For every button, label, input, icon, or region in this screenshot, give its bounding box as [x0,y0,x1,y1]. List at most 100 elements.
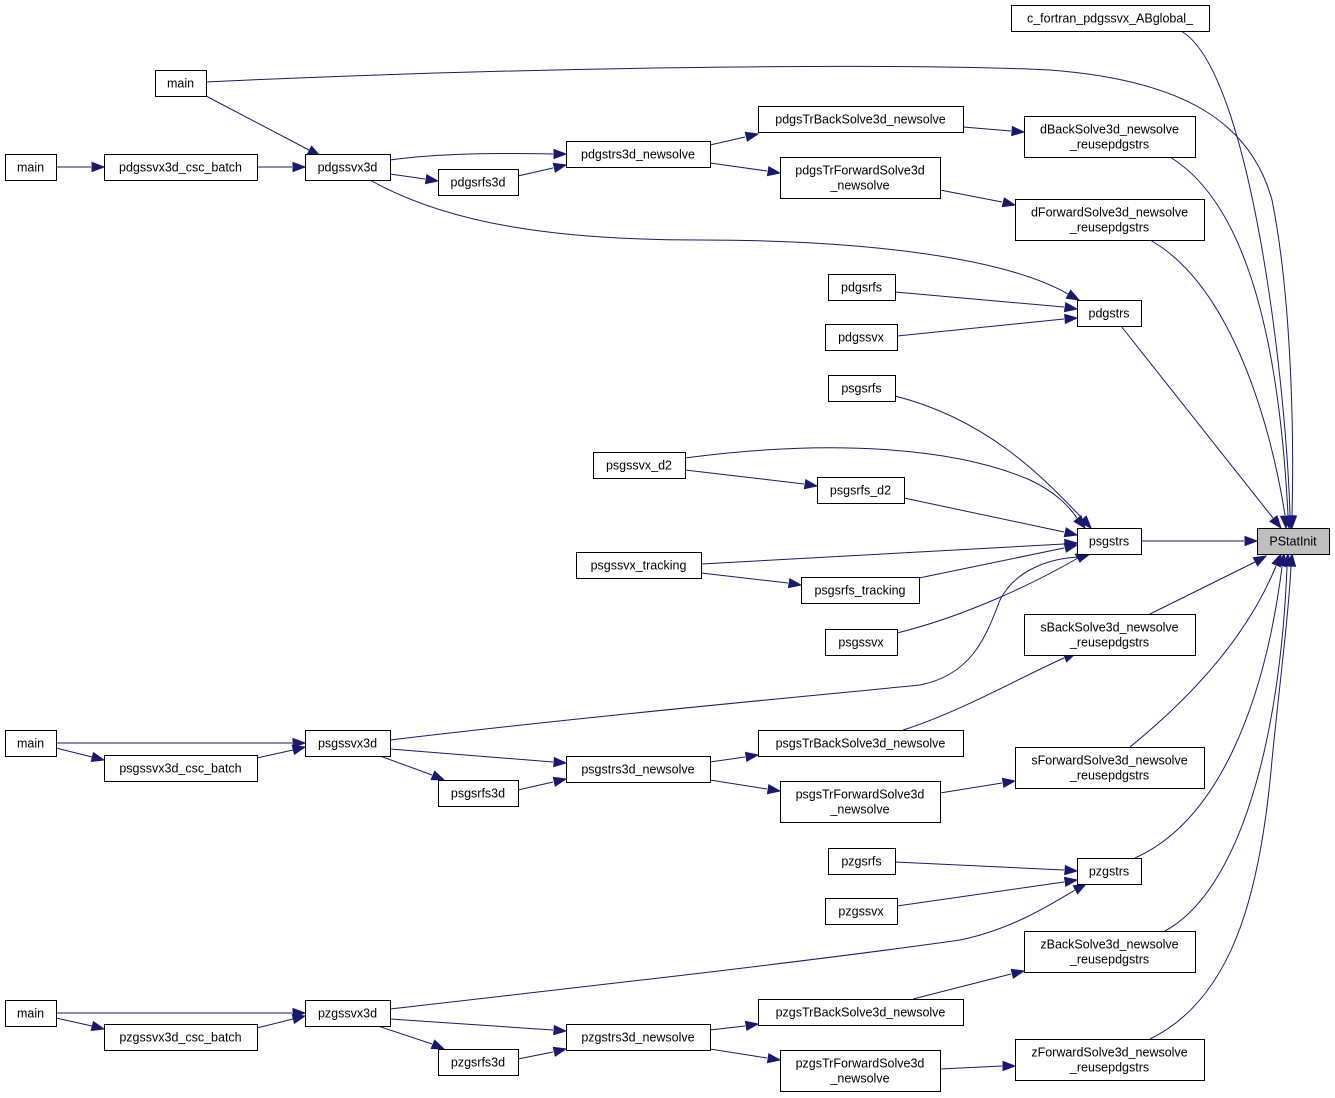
node-dForwardSolve3d[interactable]: dForwardSolve3d_newsolve_reusepdgstrs [1015,199,1205,241]
edge-pdgssvx-to-pdgstrs [896,313,1079,337]
edge-pdgsTrForwardSolve3d_newsolve-to-dForwardSolve3d [939,189,1017,208]
edge-pzgstrs-to-pstatinit [1134,552,1288,859]
node-label: _newsolve [829,1072,889,1086]
node-label: pdgstrs [1089,307,1130,321]
node-label: psgssvx3d [318,737,377,751]
edge-psgstrs-to-pstatinit [1141,535,1259,547]
node-psgssvx_d2[interactable]: psgssvx_d2 [593,452,686,479]
node-pzgssvx3d[interactable]: pzgssvx3d [305,1000,391,1027]
edge-pdgsTrBackSolve3d_newsolve-to-dBackSolve3d [962,125,1026,137]
node-pzgsrfs[interactable]: pzgsrfs [828,848,896,875]
edge-pdgssvx3d-to-pdgsrfs3d [389,173,440,185]
node-label: psgsrfs_tracking [814,584,905,598]
edge-pzgssvx3d-to-pzgstrs [389,883,1088,1010]
node-psgsrfs3d[interactable]: psgsrfs3d [438,780,519,807]
node-label: pzgssvx3d_csc_batch [119,1031,241,1045]
node-label: pzgstrs [1089,865,1129,879]
node-label: psgssvx3d_csc_batch [119,762,241,776]
node-pdgssvx3d_csc_batch[interactable]: pdgssvx3d_csc_batch [104,154,258,181]
edge-psgsrfs-to-psgstrs [894,395,1092,530]
node-main4[interactable]: main [5,1000,57,1027]
node-psgssvx3d[interactable]: psgssvx3d [305,730,391,757]
edge-psgsrfs3d-to-psgstrs3d_newsolve [517,776,568,791]
node-main3[interactable]: main [5,730,57,757]
node-pdgstrs[interactable]: pdgstrs [1077,300,1142,327]
edge-psgssvx_d2-to-psgsrfs_d2 [684,469,819,490]
edge-main2-to-pdgssvx3d_csc_batch [56,161,106,173]
node-pzgsrfs3d[interactable]: pzgsrfs3d [438,1049,519,1076]
node-pzgstrs[interactable]: pzgstrs [1077,858,1142,885]
node-pdgssvx3d[interactable]: pdgssvx3d [305,154,391,181]
node-main1[interactable]: main [155,70,207,97]
edge-pzgsrfs-to-pzgstrs [894,861,1079,876]
node-label: pzgsTrBackSolve3d_newsolve [776,1006,946,1020]
node-sBackSolve3d[interactable]: sBackSolve3d_newsolve_reusepdgstrs [1024,614,1196,656]
edge-pdgsrfs-to-pdgstrs [894,291,1079,313]
node-psgsrfs_d2[interactable]: psgsrfs_d2 [817,477,905,504]
node-zBackSolve3d[interactable]: zBackSolve3d_newsolve_reusepdgstrs [1024,931,1196,973]
node-pzgssvx[interactable]: pzgssvx [825,898,898,925]
edge-pdgssvx3d_csc_batch-to-pdgssvx3d [257,161,307,173]
node-pdgsrfs3d[interactable]: pdgsrfs3d [438,169,519,196]
edge-pdgsrfs3d-to-pdgstrs3d_newsolve [517,162,568,177]
edge-psgssvx3d-to-psgstrs [389,552,1092,741]
node-psgstrs[interactable]: psgstrs [1077,528,1142,555]
node-pdgsrfs[interactable]: pdgsrfs [828,274,896,301]
node-psgssvx3d_csc_batch[interactable]: psgssvx3d_csc_batch [104,755,258,782]
node-psgsrfs[interactable]: psgsrfs [828,375,896,402]
node-dBackSolve3d[interactable]: dBackSolve3d_newsolve_reusepdgstrs [1024,116,1196,158]
node-pzgsTrForwardSolve3d_newsolve[interactable]: pzgsTrForwardSolve3d_newsolve [780,1050,941,1092]
node-label: _reusepdgstrs [1069,953,1149,967]
node-psgsTrBackSolve3d_newsolve[interactable]: psgsTrBackSolve3d_newsolve [758,730,964,757]
node-psgssvx_tracking[interactable]: psgssvx_tracking [576,552,702,579]
edge-main1-to-pdgssvx3d [205,95,322,157]
node-pdgsTrForwardSolve3d_newsolve[interactable]: pdgsTrForwardSolve3d_newsolve [780,157,941,199]
edge-psgstrs3d_newsolve-to-psgsTrBackSolve3d_newsolve [709,751,760,763]
node-pstatinit[interactable]: PStatInit [1257,528,1330,555]
node-pdgstrs3d_newsolve[interactable]: pdgstrs3d_newsolve [566,141,711,168]
nodes-layer: PStatInit c_fortran_pdgssvx_ABglobal_main… [5,5,1330,1092]
edge-main4-to-pzgssvx3d_csc_batch [55,1017,106,1032]
node-label: pdgssvx3d_csc_batch [119,161,242,175]
edge-pdgssvx3d-to-pdgstrs3d_newsolve [389,148,568,161]
node-label: _reusepdgstrs [1069,221,1149,235]
node-label: pzgsrfs3d [451,1056,505,1070]
node-label: psgssvx_tracking [591,559,687,573]
node-psgstrs3d_newsolve[interactable]: psgstrs3d_newsolve [566,756,711,783]
node-label: pdgssvx [838,331,885,345]
edge-pzgstrs3d_newsolve-to-pzgsTrForwardSolve3d_newsolve [709,1048,782,1064]
node-label: pdgsTrBackSolve3d_newsolve [775,113,946,127]
node-c_fortran[interactable]: c_fortran_pdgssvx_ABglobal_ [1011,5,1210,32]
node-pzgsTrBackSolve3d_newsolve[interactable]: pzgsTrBackSolve3d_newsolve [758,999,964,1026]
node-label: pzgssvx [838,905,884,919]
node-label: pdgssvx3d [318,161,378,175]
node-label: pzgsrfs [841,855,881,869]
edge-psgssvx_d2-to-psgstrs [684,447,1086,530]
node-psgsrfs_tracking[interactable]: psgsrfs_tracking [801,577,920,604]
edges-layer [55,30,1298,1072]
edge-pzgssvx3d-to-pzgsrfs3d [377,1025,446,1050]
node-label: pzgssvx3d [318,1007,377,1021]
node-label: psgssvx_d2 [606,459,672,473]
node-pzgssvx3d_csc_batch[interactable]: pzgssvx3d_csc_batch [104,1024,258,1051]
edge-zBackSolve3d-to-pstatinit [1164,552,1293,932]
edge-pzgssvx3d-to-pzgstrs3d_newsolve [389,1018,568,1036]
node-label: _reusepdgstrs [1069,636,1149,650]
node-pzgstrs3d_newsolve[interactable]: pzgstrs3d_newsolve [566,1024,711,1051]
node-sForwardSolve3d[interactable]: sForwardSolve3d_newsolve_reusepdgstrs [1015,747,1205,789]
node-main2[interactable]: main [5,154,57,181]
node-label: zBackSolve3d_newsolve [1040,938,1178,952]
node-pdgssvx[interactable]: pdgssvx [825,324,898,351]
node-psgsTrForwardSolve3d_newsolve[interactable]: psgsTrForwardSolve3d_newsolve [780,781,941,823]
node-pdgsTrBackSolve3d_newsolve[interactable]: pdgsTrBackSolve3d_newsolve [758,106,964,133]
node-label: PStatInit [1269,535,1317,549]
node-zForwardSolve3d[interactable]: zForwardSolve3d_newsolve_reusepdgstrs [1015,1039,1205,1081]
edge-psgssvx3d_csc_batch-to-psgssvx3d [256,744,307,759]
edge-c_fortran-to-pstatinit [1180,30,1296,530]
node-label: sForwardSolve3d_newsolve [1031,754,1187,768]
node-label: zForwardSolve3d_newsolve [1031,1046,1187,1060]
node-psgssvx[interactable]: psgssvx [825,629,898,656]
node-label: psgsrfs_d2 [830,484,891,498]
node-label: psgsTrBackSolve3d_newsolve [776,737,946,751]
